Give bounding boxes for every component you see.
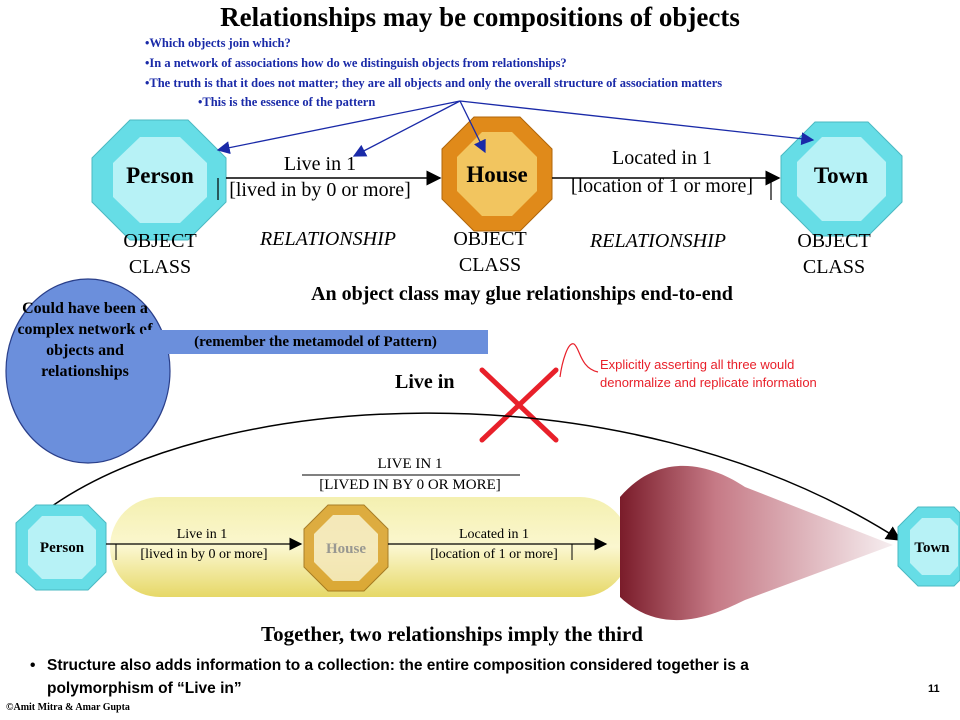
town-label-top: Town: [814, 163, 868, 188]
person-object-top: Person: [91, 119, 227, 241]
relationship-2-top: Located in 1 [location of 1 or more]: [552, 147, 781, 200]
rel2-bottom-bottom-label: [location of 1 or more]: [430, 547, 558, 562]
relationship-label-2: RELATIONSHIP: [589, 230, 726, 252]
relationship-2-bottom: Located in 1 [location of 1 or more]: [388, 527, 608, 562]
house-label-top: House: [466, 162, 527, 187]
callout-tail: [559, 343, 599, 378]
object-class-1-line1: OBJECT: [123, 230, 196, 252]
relationship-1-top: Live in 1 [lived in by 0 or more]: [217, 153, 442, 201]
bullet-4: This is the essence of the pattern: [198, 94, 375, 110]
object-class-3-line2: CLASS: [803, 256, 865, 278]
object-class-1-line2: CLASS: [129, 256, 191, 278]
object-class-2-line1: OBJECT: [453, 228, 526, 250]
warning-note: Explicitly asserting all three would den…: [600, 356, 817, 392]
live-in-curve-arrow: [39, 412, 902, 541]
relationship-1-bottom: Live in 1 [lived in by 0 or more]: [106, 527, 303, 562]
structure-line-1: Structure also adds information to a col…: [47, 657, 749, 674]
town-object-top: Town: [780, 121, 903, 237]
warning-line-1: Explicitly asserting all three would: [600, 357, 795, 372]
person-label-bottom: Person: [40, 540, 85, 556]
bullet-2: In a network of associations how do we d…: [145, 55, 566, 71]
bullet-3: The truth is that it does not matter; th…: [145, 75, 722, 91]
together-caption: Together, two relationships imply the th…: [261, 622, 643, 646]
rel1-bottom-label: [lived in by 0 or more]: [229, 179, 411, 201]
composite-top-label: LIVE IN 1: [378, 456, 443, 472]
composite-bottom-label: [LIVED IN BY 0 OR MORE]: [319, 477, 501, 493]
warning-line-2: denormalize and replicate information: [600, 375, 817, 390]
remember-note: (remember the metamodel of Pattern): [143, 330, 488, 354]
object-class-3-line1: OBJECT: [797, 230, 870, 252]
structure-line-2: polymorphism of “Live in”: [47, 680, 242, 697]
house-label-bottom: House: [326, 541, 366, 557]
live-in-label: Live in: [395, 371, 455, 393]
class-labels: OBJECT CLASS OBJECT CLASS OBJECT CLASS R…: [123, 228, 870, 278]
red-cross: [479, 367, 559, 443]
person-object-bottom: Person: [15, 504, 107, 591]
rel2-bottom-top-label: Located in 1: [459, 527, 529, 542]
rel1-top-label: Live in 1: [284, 153, 356, 175]
pointer-arrows: [216, 100, 815, 157]
person-label-top: Person: [126, 163, 194, 188]
copyright-text: ©Amit Mitra & Amar Gupta: [6, 702, 130, 713]
cone-shape: [620, 465, 893, 621]
glue-caption: An object class may glue relationships e…: [311, 283, 733, 305]
circle-note-text: Could have been a complex network of obj…: [17, 300, 153, 380]
house-object-bottom: House: [303, 504, 389, 592]
rel1-bottom-top-label: Live in 1: [177, 527, 228, 542]
circle-note-shape: [5, 278, 171, 464]
town-label-bottom: Town: [914, 540, 950, 556]
bullet-1: Which objects join which?: [145, 35, 290, 51]
relationship-label-1: RELATIONSHIP: [259, 228, 396, 250]
page-number: 11: [928, 683, 940, 695]
rel1-bottom-bottom-label: [lived in by 0 or more]: [140, 547, 267, 562]
rel2-bottom-label: [location of 1 or more]: [571, 175, 753, 197]
structure-bullet: Structure also adds information to a col…: [30, 654, 910, 700]
page-title: Relationships may be compositions of obj…: [220, 2, 740, 32]
town-object-bottom: Town: [897, 506, 960, 587]
house-object-top: House: [441, 116, 553, 232]
rel2-top-label: Located in 1: [612, 147, 712, 169]
object-class-2-line2: CLASS: [459, 254, 521, 276]
